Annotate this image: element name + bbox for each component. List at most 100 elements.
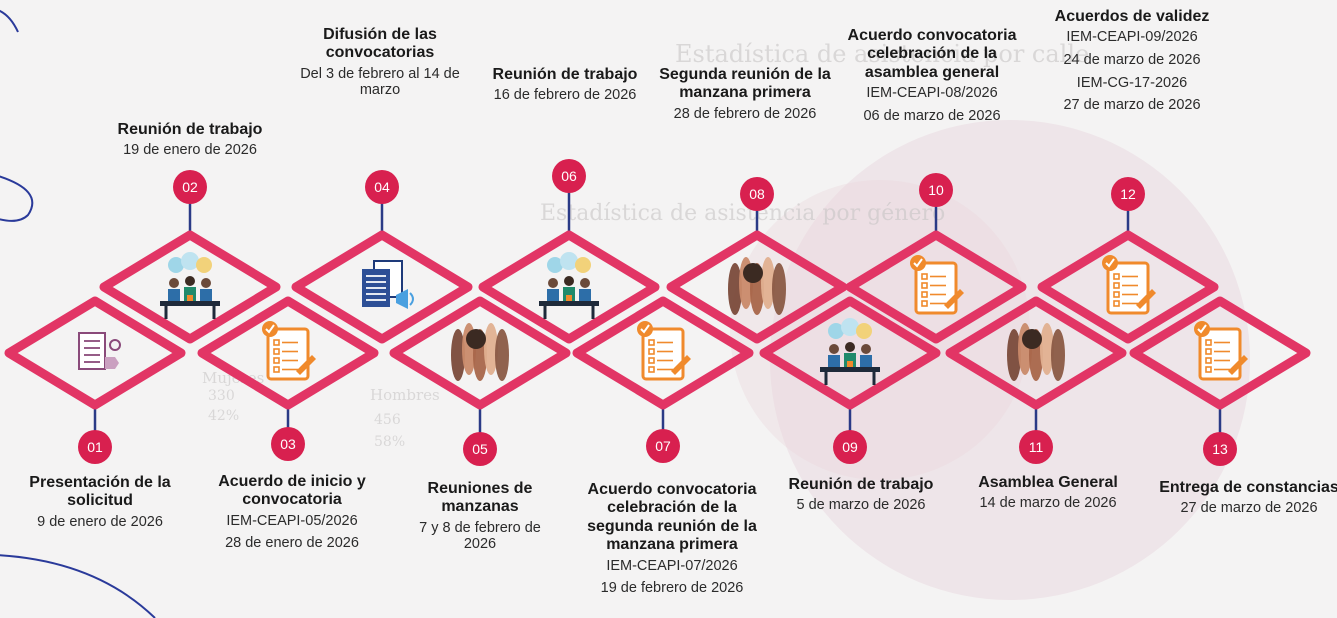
diamonds <box>4 230 1311 410</box>
step-title: Entrega de constancias <box>1159 479 1337 496</box>
step-detail: 9 de enero de 2026 <box>37 513 163 530</box>
step-diamond <box>845 230 1027 344</box>
step-number: 12 <box>1120 186 1136 202</box>
checklist-icon <box>1194 321 1248 381</box>
step-detail: 06 de marzo de 2026 <box>863 107 1001 124</box>
step-number-badge: 12 <box>1111 177 1145 211</box>
step-label: Reunión de trabajo 19 de enero de 2026 <box>103 121 278 159</box>
step-detail: 5 de marzo de 2026 <box>796 497 926 514</box>
step-diamond <box>945 296 1127 410</box>
step-detail: IEM-CEAPI-08/2026 <box>866 85 998 102</box>
step-title: Acuerdo convocatoria celebración de la a… <box>847 27 1017 81</box>
step-detail: IEM-CG-17-2026 <box>1076 74 1188 91</box>
step-number: 05 <box>472 441 488 457</box>
meeting-icon <box>820 318 880 385</box>
step-title: Presentación de la solicitud <box>29 474 171 510</box>
step-title: Reunión de trabajo <box>117 121 263 138</box>
step-detail: 16 de febrero de 2026 <box>493 87 637 104</box>
step-number-badge: 10 <box>919 173 953 207</box>
step-detail: 19 de febrero de 2026 <box>600 580 744 597</box>
step-detail: IEM-CEAPI-07/2026 <box>606 557 738 574</box>
meeting-icon <box>539 252 599 319</box>
step-number-badge: 01 <box>78 430 112 464</box>
step-detail: 27 de marzo de 2026 <box>1063 97 1201 114</box>
step-label: Acuerdo convocatoria celebración de la s… <box>572 481 772 597</box>
step-number-badge: 04 <box>365 170 399 204</box>
step-diamond <box>99 230 281 344</box>
step-label: Asamblea General 14 de marzo de 2026 <box>958 474 1138 512</box>
step-label: Acuerdo convocatoria celebración de la a… <box>837 27 1027 125</box>
step-diamond <box>759 296 941 410</box>
step-number-badge: 11 <box>1019 430 1053 464</box>
step-title: Acuerdo de inicio y convocatoria <box>218 473 366 509</box>
step-detail: 28 de febrero de 2026 <box>673 105 817 122</box>
checklist-icon <box>910 255 964 315</box>
step-number: 07 <box>655 438 671 454</box>
meeting-icon <box>160 252 220 319</box>
step-title: Difusión de las convocatorias <box>323 26 437 62</box>
watermark-val: 58% <box>374 434 405 450</box>
step-number-badge: 07 <box>646 429 680 463</box>
step-number: 10 <box>928 182 944 198</box>
watermark-col: Hombres <box>370 386 440 404</box>
step-label: Reunión de trabajo 16 de febrero de 2026 <box>470 66 660 104</box>
step-number-badge: 05 <box>463 432 497 466</box>
step-number: 13 <box>1212 441 1228 457</box>
raised-hands-icon <box>451 323 509 381</box>
watermark-val: 42% <box>208 408 239 424</box>
raised-hands-icon <box>728 257 786 315</box>
step-diamond <box>1037 230 1219 344</box>
broadcast-documents-icon <box>362 260 414 309</box>
step-label: Segunda reunión de la manzana primera 28 … <box>655 66 835 122</box>
watermark-val: 330 <box>208 388 235 404</box>
step-label: Entrega de constancias 27 de marzo de 202… <box>1157 479 1337 517</box>
icons <box>78 252 1248 385</box>
step-detail: IEM-CEAPI-05/2026 <box>226 512 358 529</box>
step-detail: 14 de marzo de 2026 <box>979 495 1117 512</box>
step-diamond <box>666 230 848 344</box>
step-detail: 28 de enero de 2026 <box>225 535 359 552</box>
step-number-badge: 09 <box>833 430 867 464</box>
step-title: Reunión de trabajo <box>492 66 638 83</box>
step-number-badge: 02 <box>173 170 207 204</box>
step-number: 06 <box>561 168 577 184</box>
step-title: Acuerdos de validez <box>1054 8 1210 25</box>
step-number-badge: 03 <box>271 427 305 461</box>
checklist-icon <box>262 321 316 381</box>
step-title: Segunda reunión de la manzana primera <box>659 66 831 102</box>
step-number-badge: 08 <box>740 177 774 211</box>
document-form-icon <box>78 332 121 370</box>
step-detail: 7 y 8 de febrero de 2026 <box>419 519 541 553</box>
step-detail: 24 de marzo de 2026 <box>1063 52 1201 69</box>
step-number: 11 <box>1029 439 1044 455</box>
step-diamond <box>291 230 473 344</box>
step-title: Reunión de trabajo <box>788 476 934 493</box>
step-diamond <box>197 296 379 410</box>
step-diamond <box>1129 296 1311 410</box>
step-detail: Del 3 de febrero al 14 de marzo <box>300 65 460 99</box>
step-number: 08 <box>749 186 765 202</box>
step-number-badge: 13 <box>1203 432 1237 466</box>
step-detail: 27 de marzo de 2026 <box>1180 500 1318 517</box>
step-detail: 19 de enero de 2026 <box>123 142 257 159</box>
step-number: 09 <box>842 439 858 455</box>
watermark-title: Estadística de asistencia por calle <box>675 40 1089 68</box>
step-number: 02 <box>182 179 198 195</box>
step-label: Reunión de trabajo 5 de marzo de 2026 <box>781 476 941 514</box>
step-title: Acuerdo convocatoria celebración de la s… <box>587 481 757 554</box>
checklist-icon <box>1102 255 1156 315</box>
step-title: Asamblea General <box>978 474 1118 491</box>
watermark-subtitle: Estadística de asistencia por género <box>540 201 945 226</box>
step-dots: 01 02 03 04 05 06 07 08 09 10 11 12 13 <box>78 159 1237 466</box>
checklist-icon <box>637 321 691 381</box>
step-title: Reuniones de manzanas <box>427 480 533 516</box>
raised-hands-icon <box>1007 323 1065 381</box>
step-number-badge: 06 <box>552 159 586 193</box>
step-number: 03 <box>280 436 296 452</box>
watermark-val: 456 <box>374 412 401 428</box>
step-diamond <box>389 296 571 410</box>
